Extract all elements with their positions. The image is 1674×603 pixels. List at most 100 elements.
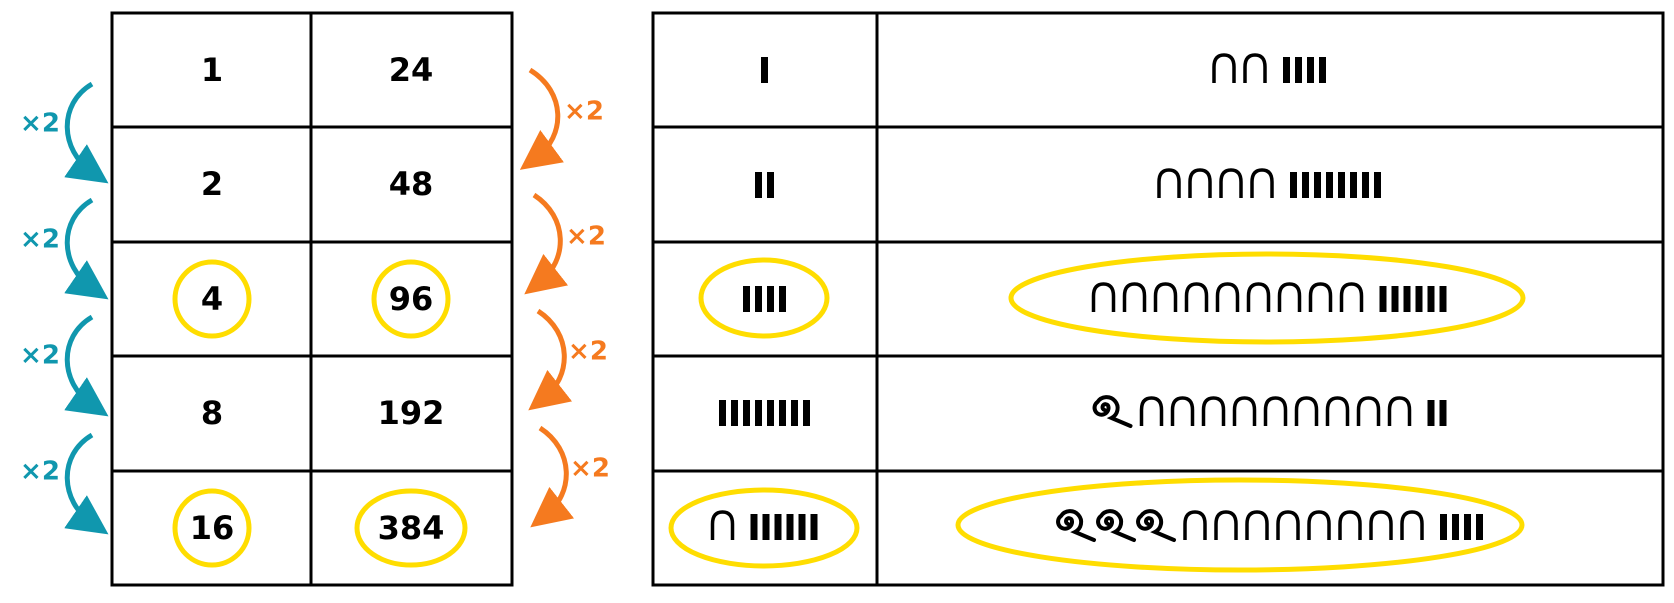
- heel-bone-numeral-icon: [710, 510, 735, 540]
- times-two-label: ×2: [566, 222, 606, 252]
- heel-bone-numeral-icon: [1325, 396, 1350, 426]
- heel-bone-numeral-icon: [1277, 282, 1302, 312]
- egyptian-left-cell: [761, 57, 768, 83]
- times-two-label: ×2: [20, 341, 60, 371]
- heel-bone-numeral-icon: [1183, 510, 1207, 540]
- right-value: 192: [378, 394, 445, 432]
- heel-bone-numeral-icon: [1294, 396, 1319, 426]
- heel-bone-numeral-icon: [1307, 510, 1331, 540]
- highlight-circle: [354, 488, 468, 568]
- stroke-numeral-icon: [1440, 514, 1447, 540]
- stroke-numeral-icon: [1427, 286, 1435, 312]
- right-doubling-arrows: ×2 ×2 ×2 ×2: [519, 67, 610, 528]
- heel-bone-numeral-icon: [1170, 396, 1195, 426]
- heel-bone-numeral-icon: [1387, 396, 1412, 426]
- stroke-numeral-icon: [1379, 286, 1387, 312]
- coil-of-rope-numeral-icon: [1092, 395, 1133, 428]
- times-two-label: ×2: [20, 109, 60, 139]
- heel-bone-numeral-icon: [1184, 282, 1209, 312]
- times-two-label: ×2: [570, 454, 610, 484]
- egyptian-right-cell: [1212, 53, 1326, 83]
- stroke-numeral-icon: [1314, 172, 1321, 198]
- curved-arrow-icon: [64, 197, 109, 300]
- heel-bone-numeral-icon: [1276, 510, 1300, 540]
- left-value: 4: [201, 280, 223, 318]
- stroke-numeral-icon: [1439, 286, 1447, 312]
- heel-bone-numeral-icon: [1212, 53, 1236, 83]
- heel-bone-numeral-icon: [1250, 168, 1274, 198]
- coil-of-rope-numeral-icon: [1096, 509, 1136, 542]
- heel-bone-numeral-icon: [1339, 282, 1364, 312]
- right-value: 24: [389, 51, 434, 89]
- stroke-numeral-icon: [774, 514, 782, 540]
- heel-bone-numeral-icon: [1201, 396, 1226, 426]
- egyptian-left-cell: [743, 286, 786, 312]
- egyptian-left-cell: [755, 172, 774, 198]
- stroke-numeral-icon: [761, 57, 768, 83]
- egyptian-table: [651, 11, 1665, 587]
- heel-bone-numeral-icon: [1246, 282, 1271, 312]
- stroke-numeral-icon: [1476, 514, 1483, 540]
- egyptian-right-cell: [1092, 395, 1447, 428]
- stroke-numeral-icon: [755, 286, 762, 312]
- heel-bone-numeral-icon: [1215, 282, 1240, 312]
- heel-bone-numeral-icon: [1308, 282, 1333, 312]
- left-value: 16: [190, 509, 235, 547]
- stroke-numeral-icon: [1283, 57, 1290, 83]
- stroke-numeral-icon: [767, 286, 774, 312]
- stroke-numeral-icon: [1290, 172, 1297, 198]
- egyptian-right-cell: [1056, 509, 1483, 542]
- highlight-ellipse: [668, 487, 860, 569]
- stroke-numeral-icon: [1439, 400, 1447, 426]
- stroke-numeral-icon: [1362, 172, 1369, 198]
- heel-bone-numeral-icon: [1232, 396, 1257, 426]
- curved-arrow-icon: [64, 432, 109, 535]
- egyptian-left-cell: [719, 400, 810, 426]
- stroke-numeral-icon: [767, 400, 774, 426]
- egyptian-right-cell: [1157, 168, 1381, 198]
- heel-bone-numeral-icon: [1400, 510, 1424, 540]
- egyptian-left-cell: [710, 510, 818, 540]
- stroke-numeral-icon: [1302, 172, 1309, 198]
- curved-arrow-icon: [64, 81, 109, 184]
- stroke-numeral-icon: [1464, 514, 1471, 540]
- right-value: 384: [378, 509, 445, 547]
- stroke-numeral-icon: [1350, 172, 1357, 198]
- curved-arrow-icon: [524, 192, 569, 295]
- right-value: 96: [389, 280, 434, 318]
- stroke-numeral-icon: [1452, 514, 1459, 540]
- right-value: 48: [389, 165, 434, 203]
- heel-bone-numeral-icon: [1243, 53, 1267, 83]
- stroke-numeral-icon: [1374, 172, 1381, 198]
- stroke-numeral-icon: [779, 286, 786, 312]
- stroke-numeral-icon: [779, 400, 786, 426]
- times-two-label: ×2: [564, 97, 604, 127]
- stroke-numeral-icon: [1307, 57, 1314, 83]
- stroke-numeral-icon: [719, 400, 726, 426]
- curved-arrow-icon: [64, 314, 109, 417]
- stroke-numeral-icon: [1427, 400, 1435, 426]
- heel-bone-numeral-icon: [1122, 282, 1147, 312]
- heel-bone-numeral-icon: [1214, 510, 1238, 540]
- coil-of-rope-numeral-icon: [1136, 509, 1176, 542]
- curved-arrow-icon: [519, 67, 564, 170]
- stroke-numeral-icon: [798, 514, 806, 540]
- heel-bone-numeral-icon: [1188, 168, 1212, 198]
- heel-bone-numeral-icon: [1245, 510, 1269, 540]
- heel-bone-numeral-icon: [1091, 282, 1116, 312]
- stroke-numeral-icon: [762, 514, 770, 540]
- stroke-numeral-icon: [791, 400, 798, 426]
- heel-bone-numeral-icon: [1356, 396, 1381, 426]
- stroke-numeral-icon: [1391, 286, 1399, 312]
- stroke-numeral-icon: [1338, 172, 1345, 198]
- curved-arrow-icon: [528, 308, 573, 411]
- times-two-label: ×2: [20, 457, 60, 487]
- stroke-numeral-icon: [1415, 286, 1423, 312]
- highlight-ellipse: [955, 477, 1525, 573]
- stroke-numeral-icon: [1295, 57, 1302, 83]
- heel-bone-numeral-icon: [1369, 510, 1393, 540]
- egyptian-right-cell: [1091, 282, 1447, 312]
- heel-bone-numeral-icon: [1263, 396, 1288, 426]
- heel-bone-numeral-icon: [1157, 168, 1181, 198]
